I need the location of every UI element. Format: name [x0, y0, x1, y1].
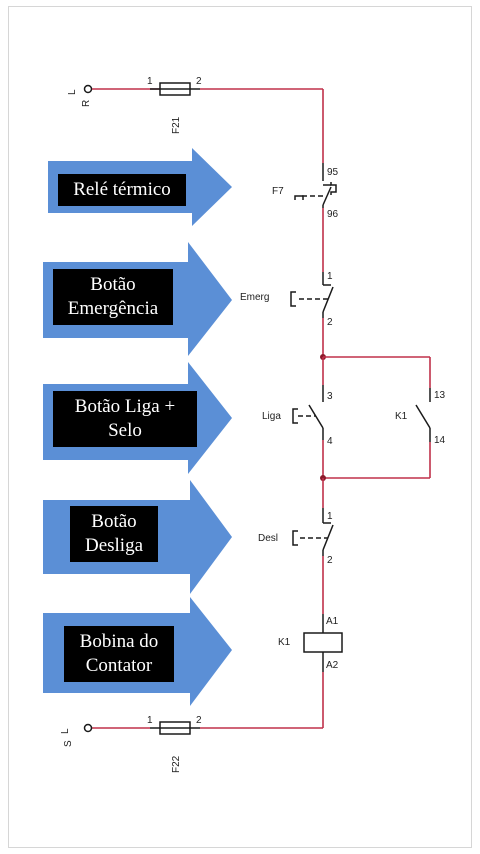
label-start-line-2: Selo — [108, 420, 142, 441]
label-thermal-relay-line-1: Relé térmico — [73, 179, 171, 200]
f7-pin-95: 95 — [327, 167, 339, 178]
fuse-f22-name: F22 — [171, 755, 182, 773]
fuse-f21-pin2: 2 — [196, 76, 202, 87]
fuse-f21-name: F21 — [171, 116, 182, 134]
terminal-bottom-node: L — [60, 728, 71, 734]
coil-name: K1 — [278, 637, 291, 648]
seal-name: K1 — [395, 411, 408, 422]
label-emergency-line-2: Emergência — [67, 298, 159, 319]
emerg-pin-1: 1 — [327, 271, 333, 282]
terminal-bottom-phase: S — [63, 740, 74, 747]
desl-pin-1: 1 — [327, 511, 333, 522]
liga-name: Liga — [262, 411, 281, 422]
liga-pin-3: 3 — [327, 391, 333, 402]
fuse-f21-pin1: 1 — [147, 76, 153, 87]
label-start-seal: Botão Liga + Selo — [53, 391, 197, 447]
label-coil-line-1: Bobina do — [79, 631, 159, 652]
label-emergency-button: Botão Emergência — [53, 269, 173, 325]
liga-pin-4: 4 — [327, 436, 333, 447]
fuse-f22-pin2: 2 — [196, 715, 202, 726]
desl-pin-2: 2 — [327, 555, 333, 566]
coil-pin-a1: A1 — [326, 616, 339, 627]
emerg-name: Emerg — [240, 292, 269, 303]
fuse-f22-pin1: 1 — [147, 715, 153, 726]
terminal-top-node: L — [67, 89, 78, 95]
coil-k1 — [303, 632, 343, 653]
f7-name: F7 — [272, 186, 284, 197]
emerg-pin-2: 2 — [327, 317, 333, 328]
label-coil-line-2: Contator — [85, 655, 153, 676]
label-start-line-1: Botão Liga + — [74, 396, 176, 417]
label-emergency-line-1: Botão — [90, 274, 136, 295]
label-thermal-relay: Relé térmico — [58, 174, 186, 206]
label-stop-line-1: Botão — [91, 511, 137, 532]
terminal-top — [83, 84, 93, 94]
label-stop-button: Botão Desliga — [70, 506, 158, 562]
label-stop-line-2: Desliga — [84, 535, 144, 556]
frame — [8, 6, 472, 848]
terminal-bottom — [83, 723, 93, 733]
label-contactor-coil: Bobina do Contator — [64, 626, 174, 682]
seal-pin-14: 14 — [434, 435, 446, 446]
f7-pin-96: 96 — [327, 209, 339, 220]
seal-pin-13: 13 — [434, 390, 446, 401]
terminal-top-phase: R — [81, 100, 92, 107]
desl-name: Desl — [258, 533, 278, 544]
coil-pin-a2: A2 — [326, 660, 339, 671]
